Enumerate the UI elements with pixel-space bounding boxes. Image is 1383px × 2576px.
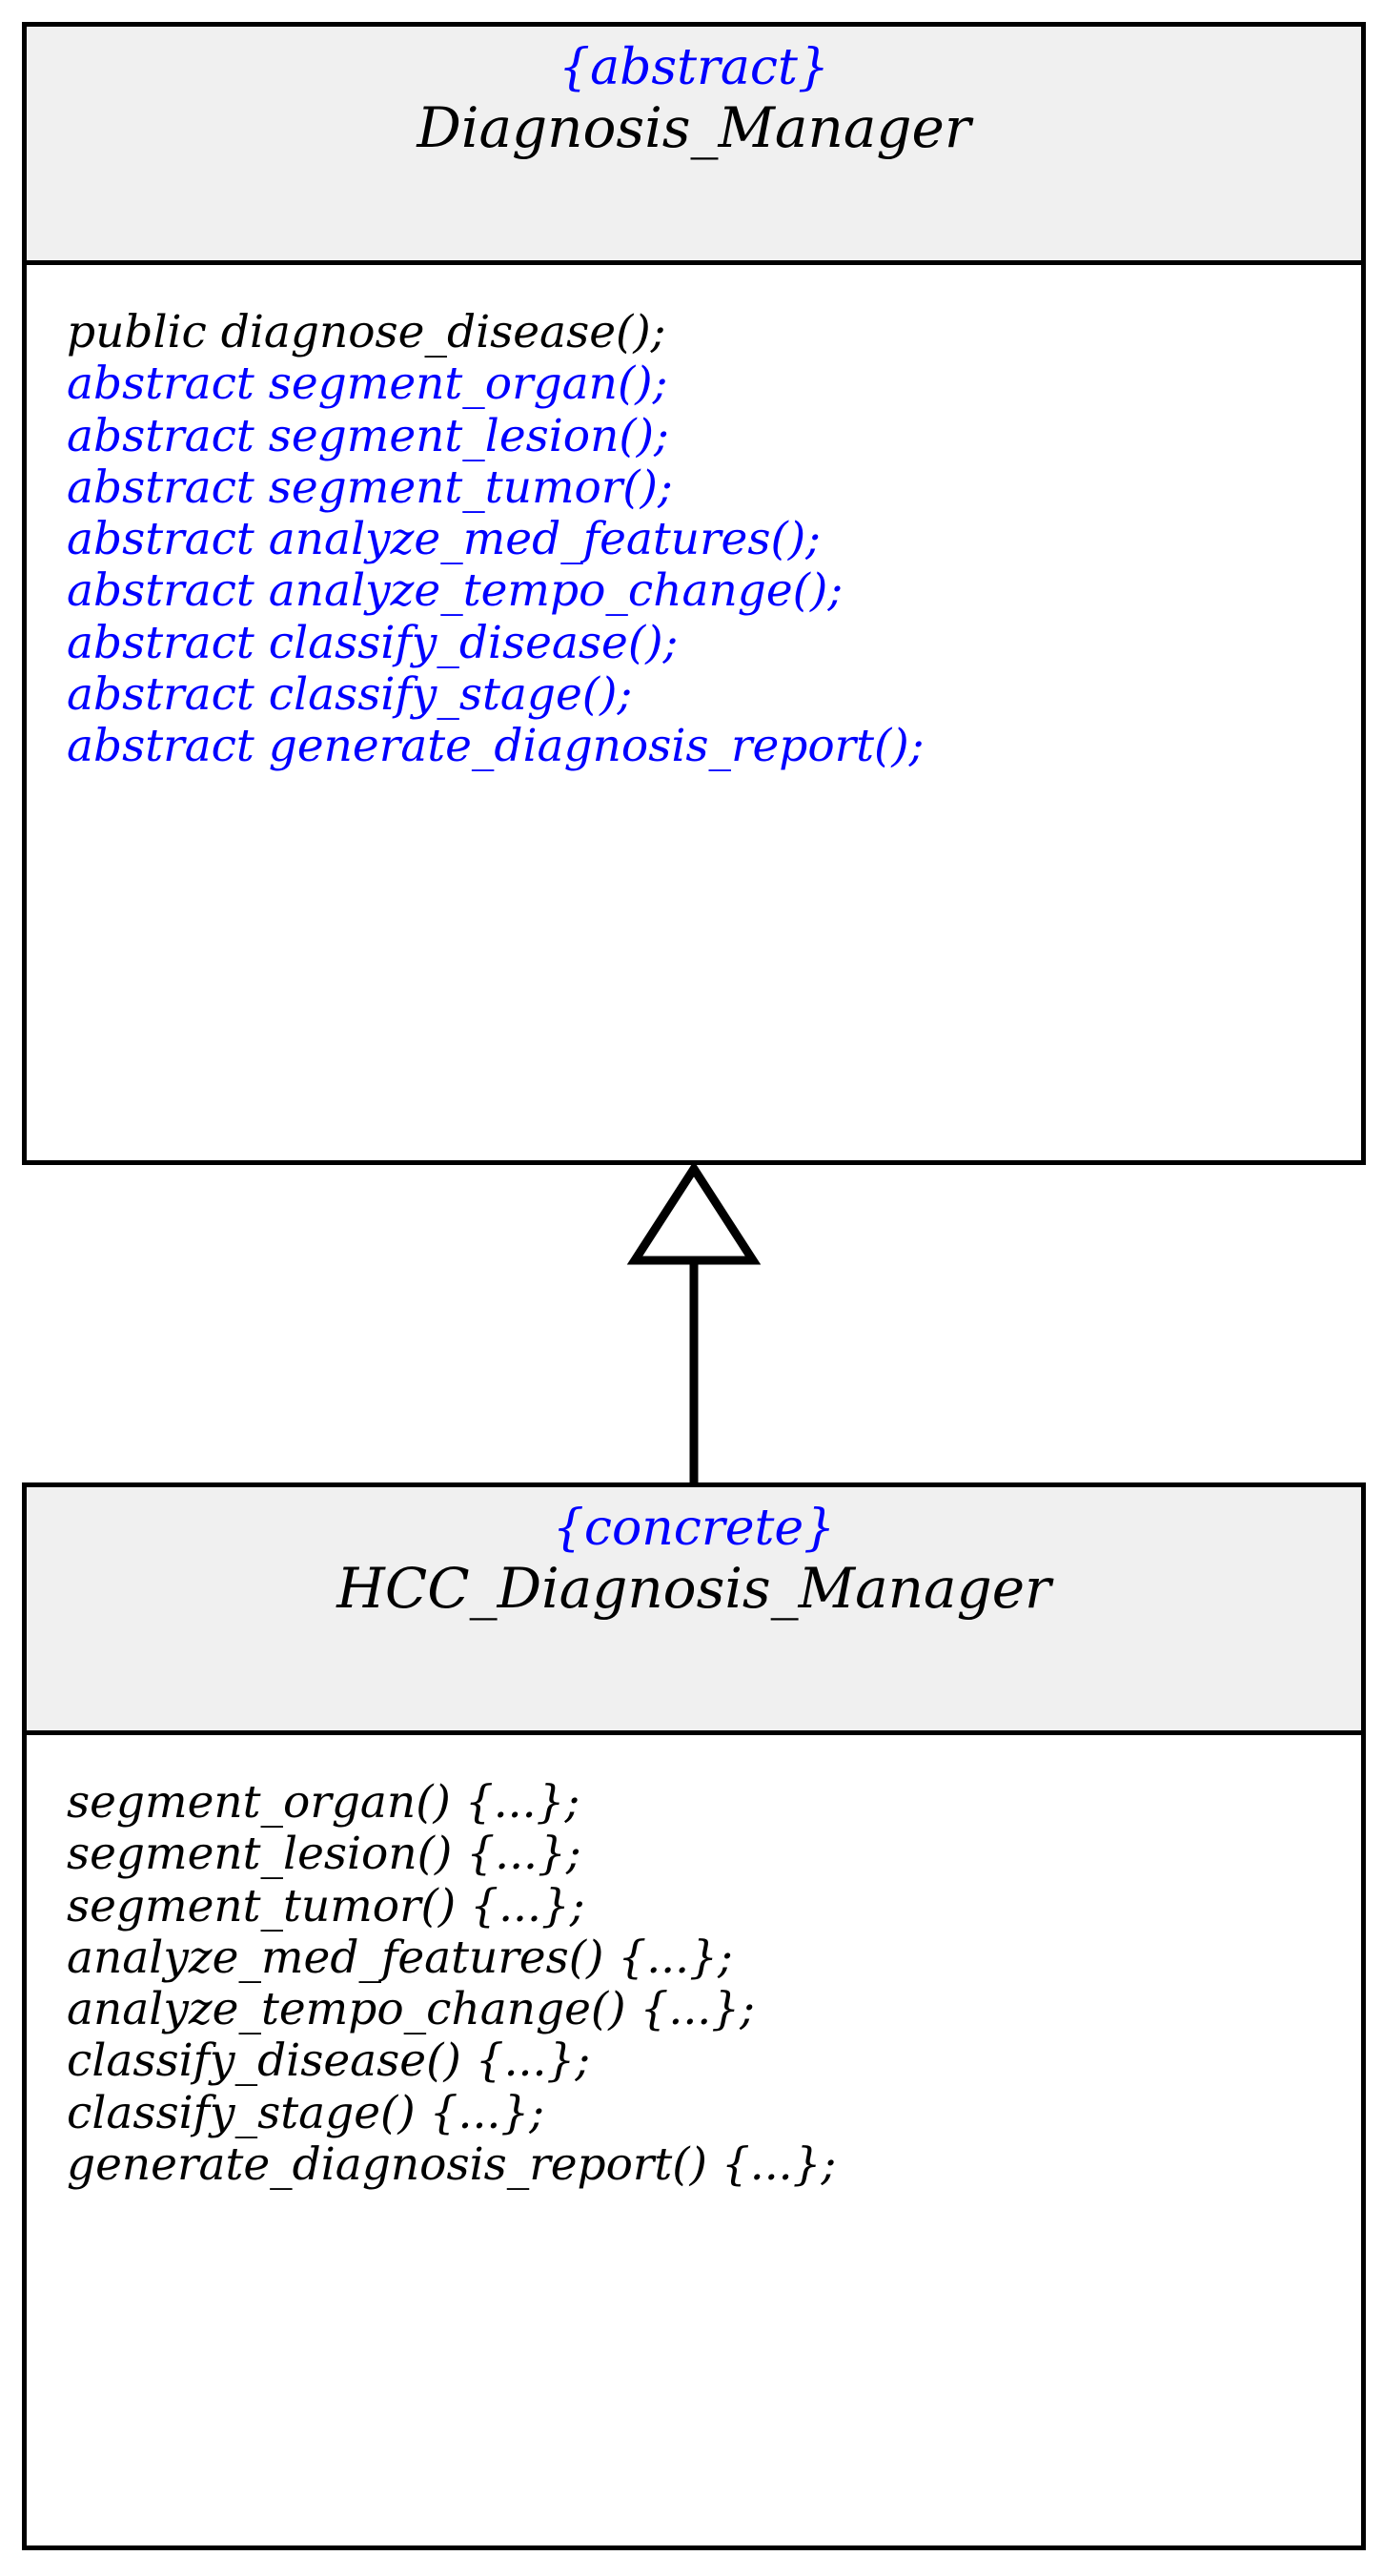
class-member: classify_stage() {...}; — [67, 2086, 545, 2139]
class-member: analyze_med_features() {...}; — [67, 1931, 733, 1984]
class-member: abstract segment_lesion(); — [67, 409, 669, 462]
class-header-diagnosis-manager: {abstract} Diagnosis_Manager — [27, 27, 1361, 265]
class-members-diagnosis-manager: public diagnose_disease();abstract segme… — [27, 265, 1361, 792]
class-stereotype-concrete: {concrete} — [552, 1500, 836, 1557]
class-member: abstract generate_diagnosis_report(); — [67, 720, 925, 773]
class-box-diagnosis-manager[interactable]: {abstract} Diagnosis_Manager public diag… — [22, 22, 1366, 1165]
class-member: generate_diagnosis_report() {...}; — [67, 2137, 837, 2191]
class-name-diagnosis-manager: Diagnosis_Manager — [417, 95, 971, 161]
class-member: analyze_tempo_change() {...}; — [67, 1983, 755, 2036]
class-members-hcc-diagnosis-manager: segment_organ() {...};segment_lesion() {… — [27, 1735, 1361, 2211]
class-member: abstract classify_disease(); — [67, 616, 679, 669]
class-member: segment_lesion() {...}; — [67, 1828, 581, 1881]
generalization-arrow — [626, 1161, 762, 1487]
class-member: abstract analyze_med_features(); — [67, 513, 821, 566]
class-member: segment_organ() {...}; — [67, 1776, 580, 1829]
class-member: abstract segment_tumor(); — [67, 460, 673, 514]
class-member: abstract segment_organ(); — [67, 358, 668, 411]
class-box-hcc-diagnosis-manager[interactable]: {concrete} HCC_Diagnosis_Manager segment… — [22, 1482, 1366, 2550]
class-name-hcc-diagnosis-manager: HCC_Diagnosis_Manager — [336, 1556, 1051, 1622]
class-header-hcc-diagnosis-manager: {concrete} HCC_Diagnosis_Manager — [27, 1487, 1361, 1735]
class-member: abstract analyze_tempo_change(); — [67, 564, 844, 618]
class-member: segment_tumor() {...}; — [67, 1879, 585, 1932]
class-member: abstract classify_stage(); — [67, 667, 633, 721]
class-member: classify_disease() {...}; — [67, 2034, 591, 2088]
hollow-triangle-arrowhead — [626, 1161, 762, 1265]
class-stereotype-abstract: {abstract} — [559, 39, 829, 96]
class-member: public diagnose_disease(); — [67, 306, 666, 358]
